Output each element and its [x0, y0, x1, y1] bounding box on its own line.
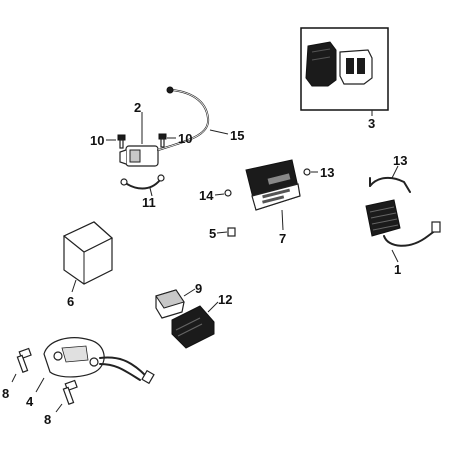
part-12-relay [171, 301, 219, 349]
callout-8-bottom: 8 [44, 412, 51, 427]
callout-12: 12 [218, 292, 232, 307]
callout-7: 7 [279, 231, 286, 246]
part-8-bolt-bottom [55, 379, 78, 413]
callout-13-bracket: 13 [393, 153, 407, 168]
callout-14: 14 [199, 188, 214, 203]
callout-8-top: 8 [2, 386, 9, 401]
part-11-cable [120, 174, 165, 197]
part-9-relay [155, 288, 196, 319]
part-10-bolt-left [106, 134, 126, 149]
part-1-regulator [365, 199, 441, 263]
part-5-clip [216, 227, 236, 237]
callout-10-left: 10 [90, 133, 104, 148]
part-13-screw [303, 168, 318, 176]
callout-9: 9 [195, 281, 202, 296]
callout-5: 5 [209, 226, 216, 241]
callout-11: 11 [142, 195, 156, 210]
part-7-control-unit [245, 159, 301, 231]
part-13-bracket [369, 165, 411, 193]
callout-6: 6 [67, 294, 74, 309]
part-4-sensor [35, 337, 155, 393]
part-6-box [62, 221, 114, 293]
callout-1: 1 [394, 262, 401, 277]
callout-10-right: 10 [178, 131, 192, 146]
callout-4: 4 [26, 394, 34, 409]
part-8-bolt-top [11, 347, 32, 383]
callout-15: 15 [230, 128, 244, 143]
callout-13-screw: 13 [320, 165, 334, 180]
callout-2: 2 [134, 100, 141, 115]
part-15-spark-plug-wire [157, 86, 229, 151]
part-10-bolt-right [158, 133, 176, 148]
part-2-ignition-coil [119, 112, 159, 167]
part-3-connector-inset [300, 27, 389, 116]
callout-3: 3 [368, 116, 375, 131]
part-14-screw [214, 189, 232, 197]
